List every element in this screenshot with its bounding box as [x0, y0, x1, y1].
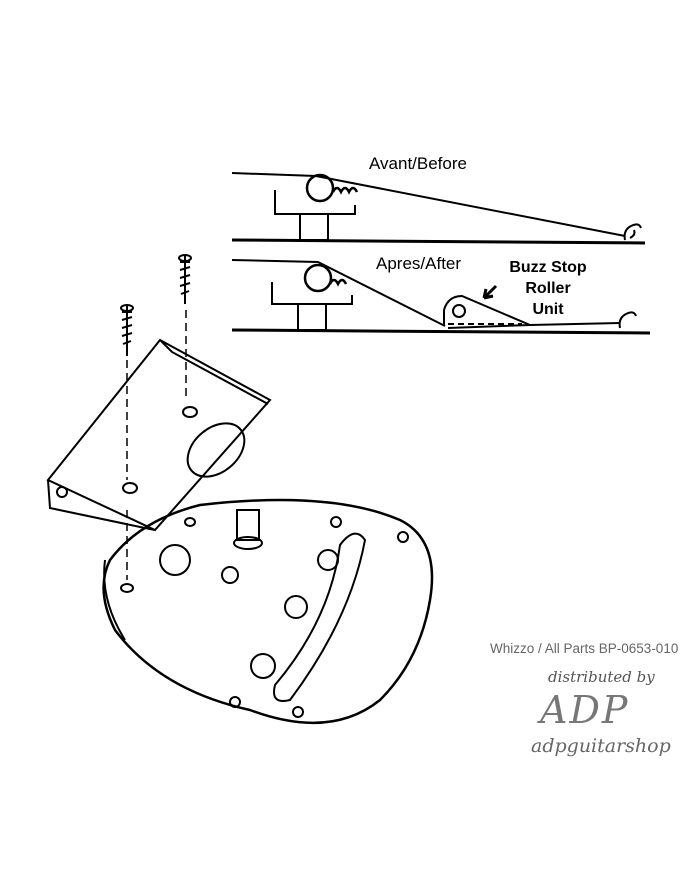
screws: [120, 254, 192, 580]
arrow-icon: [482, 284, 498, 300]
before-label: Avant/Before: [369, 154, 467, 173]
buzz-stop-callout: Buzz Stop Roller Unit: [496, 257, 600, 320]
before-illustration: [231, 172, 646, 245]
shop-name: adpguitarshop: [531, 735, 671, 757]
part-number: Whizzo / All Parts BP-0653-010: [490, 641, 679, 656]
after-label: Apres/After: [376, 254, 462, 273]
distributed-by: distributed by: [548, 668, 655, 686]
buzz-stop-roller: [443, 294, 531, 329]
roller-bracket: [46, 338, 272, 532]
after-illustration: [231, 259, 651, 335]
callout-line: Roller: [525, 280, 571, 297]
base-plate: [102, 498, 434, 725]
adp-logo: ADP: [540, 688, 630, 732]
callout-line: Buzz Stop: [509, 259, 587, 276]
callout-line: Unit: [532, 301, 564, 318]
